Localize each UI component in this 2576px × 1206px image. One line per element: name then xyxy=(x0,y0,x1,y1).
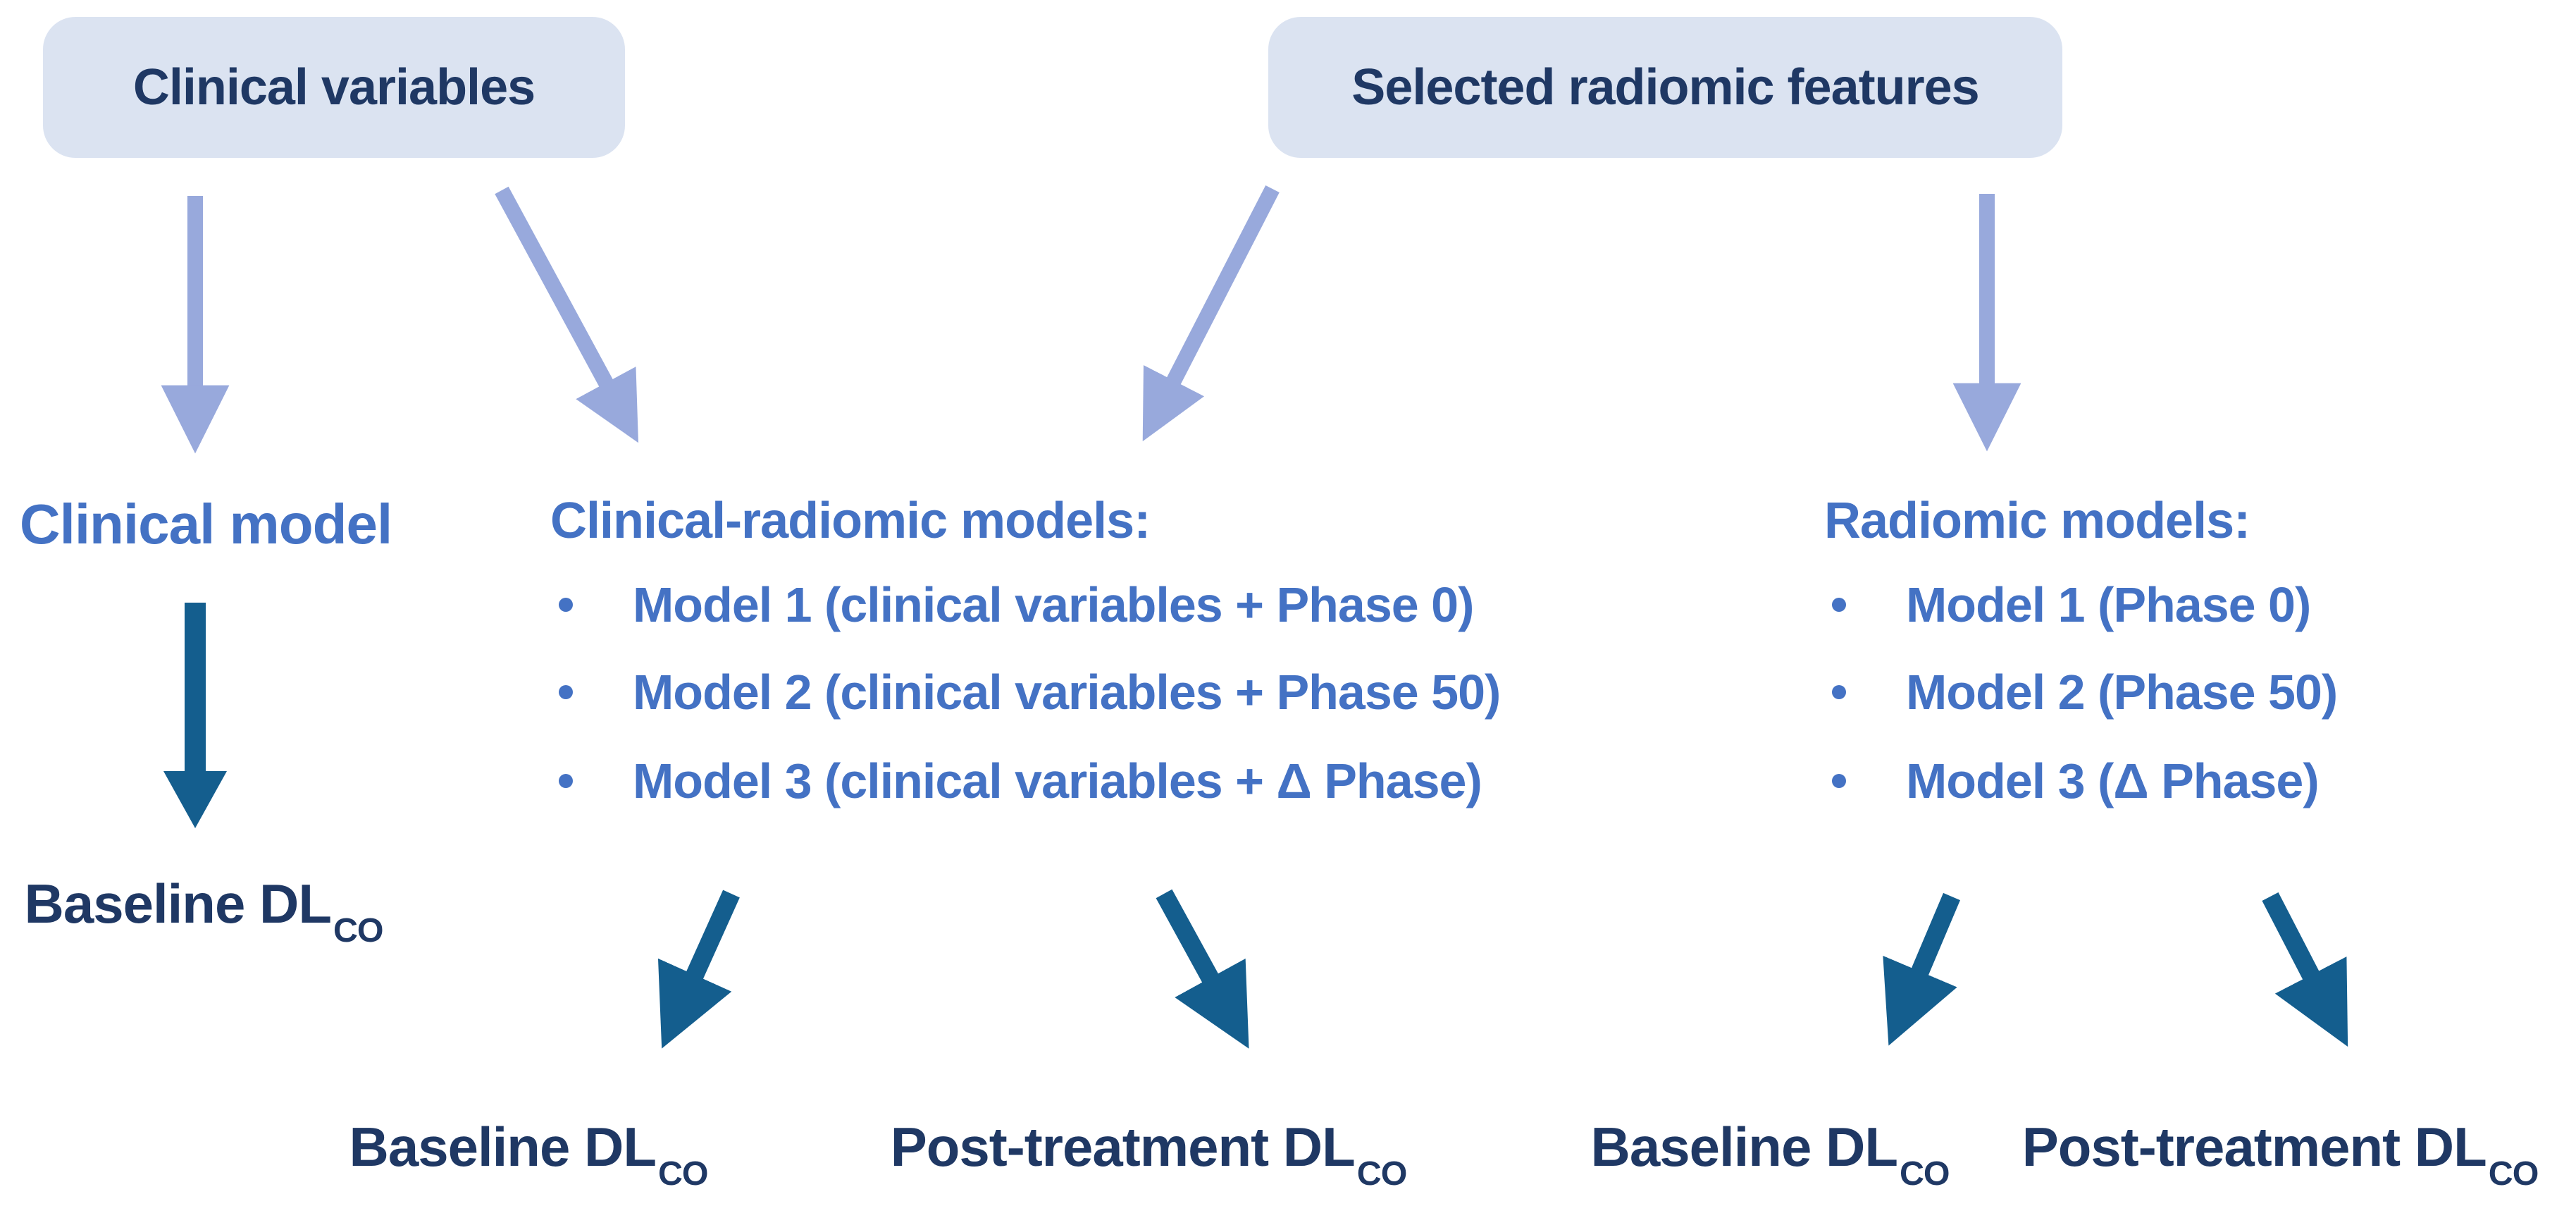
radiomic-baseline-dlco-text: Baseline DL xyxy=(1590,1116,1897,1178)
clinical-radiomic-models-heading: Clinical-radiomic models: xyxy=(550,493,1151,549)
clinical-radiomic-model-3-item: Model 3 (clinical variables + Δ Phase) xyxy=(559,753,1482,810)
arrow-clinical-variables-to-clinical-radiomic-icon xyxy=(495,186,638,443)
radiomic-model-1-item: Model 1 (Phase 0) xyxy=(1832,577,2311,634)
bullet-dot-icon xyxy=(1832,774,1846,789)
radiomic-model-3-label: Model 3 (Δ Phase) xyxy=(1906,753,2320,808)
clinical-radiomic-posttreatment-dlco-text: Post-treatment DL xyxy=(890,1116,1356,1178)
clinical-radiomic-model-1-item: Model 1 (clinical variables + Phase 0) xyxy=(559,577,1474,634)
bullet-dot-icon xyxy=(1832,685,1846,700)
clinical-radiomic-baseline-dlco-subscript: CO xyxy=(657,1155,709,1193)
radiomic-model-2-item: Model 2 (Phase 50) xyxy=(1832,664,2338,721)
clinical-baseline-dlco-subscript: CO xyxy=(333,911,384,950)
clinical-radiomic-posttreatment-dlco-label: Post-treatment DLCO xyxy=(890,1116,1408,1193)
selected-radiomic-features-box: Selected radiomic features xyxy=(1268,17,2062,158)
radiomic-baseline-dlco-subscript: CO xyxy=(1899,1155,1950,1193)
bullet-dot-icon xyxy=(1832,598,1846,613)
radiomic-model-1-label: Model 1 (Phase 0) xyxy=(1906,577,2311,632)
radiomic-posttreatment-dlco-text: Post-treatment DL xyxy=(2021,1116,2487,1178)
arrow-clinical-radiomic-to-baseline-icon xyxy=(657,890,740,1049)
clinical-radiomic-baseline-dlco-text: Baseline DL xyxy=(349,1116,656,1178)
arrow-radiomic-to-posttreatment-icon xyxy=(2262,892,2348,1047)
radiomic-model-2-label: Model 2 (Phase 50) xyxy=(1906,665,2338,720)
radiomic-posttreatment-dlco-subscript: CO xyxy=(2488,1155,2539,1193)
clinical-radiomic-baseline-dlco-label: Baseline DLCO xyxy=(349,1116,708,1193)
radiomic-posttreatment-dlco-label: Post-treatment DLCO xyxy=(2021,1116,2539,1193)
clinical-radiomic-model-2-label: Model 2 (clinical variables + Phase 50) xyxy=(633,665,1501,720)
radiomic-models-heading: Radiomic models: xyxy=(1824,493,2250,549)
radiomic-model-3-item: Model 3 (Δ Phase) xyxy=(1832,753,2320,810)
selected-radiomic-features-label: Selected radiomic features xyxy=(1351,59,1979,116)
radiomic-baseline-dlco-label: Baseline DLCO xyxy=(1590,1116,1950,1193)
arrow-radiomic-to-baseline-icon xyxy=(1883,892,1960,1046)
clinical-radiomic-model-2-item: Model 2 (clinical variables + Phase 50) xyxy=(559,664,1501,721)
clinical-baseline-dlco-label: Baseline DLCO xyxy=(24,873,383,949)
clinical-variables-label: Clinical variables xyxy=(132,59,535,116)
arrow-clinical-radiomic-to-posttreatment-icon xyxy=(1156,889,1249,1049)
bullet-dot-icon xyxy=(559,598,573,613)
arrow-radiomic-features-to-clinical-radiomic-icon xyxy=(1142,185,1280,442)
clinical-variables-box: Clinical variables xyxy=(43,17,625,158)
clinical-radiomic-model-3-label: Model 3 (clinical variables + Δ Phase) xyxy=(633,753,1482,808)
bullet-dot-icon xyxy=(559,685,573,700)
clinical-radiomic-model-1-label: Model 1 (clinical variables + Phase 0) xyxy=(633,577,1474,632)
clinical-baseline-dlco-text: Baseline DL xyxy=(24,873,331,935)
bullet-dot-icon xyxy=(559,774,573,789)
clinical-model-label: Clinical model xyxy=(19,493,392,555)
clinical-radiomic-posttreatment-dlco-subscript: CO xyxy=(1356,1155,1408,1193)
